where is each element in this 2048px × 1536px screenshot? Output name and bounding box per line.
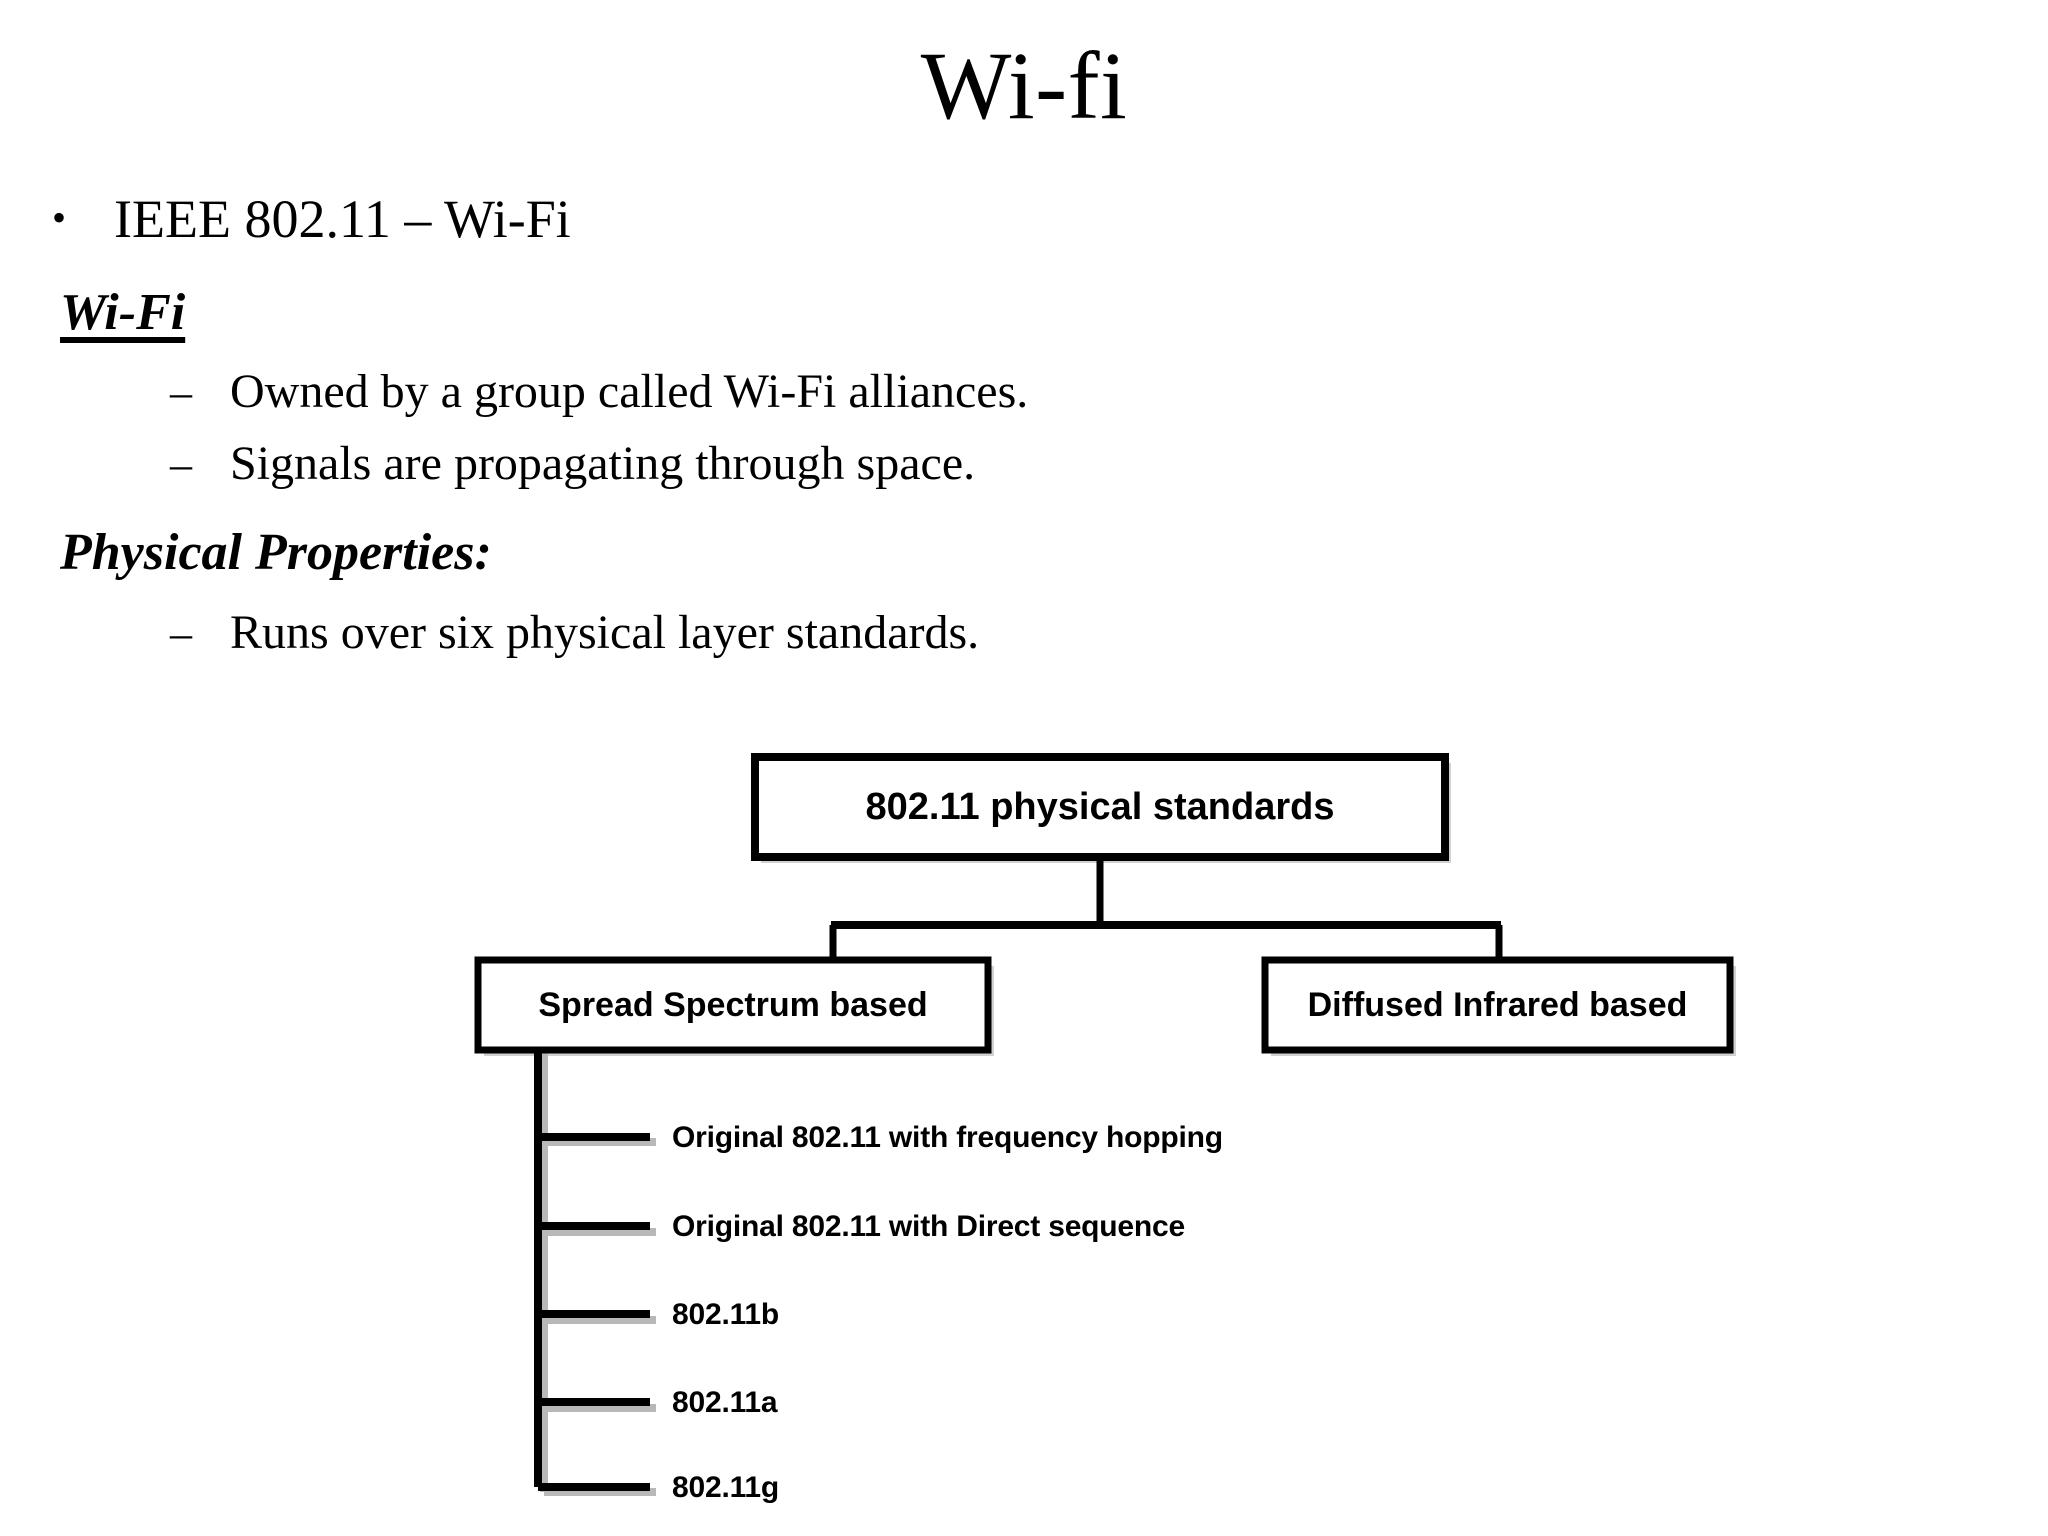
sub-item-signals: – Signals are propagating through space. (170, 435, 1992, 493)
dash-glyph-icon: – (170, 368, 192, 418)
root-box-label: 802.11 physical standards (865, 785, 1335, 828)
leaf-connector-lines (534, 1045, 650, 1491)
leaf-label-direct-sequence: Original 802.11 with Direct sequence (672, 1210, 1186, 1243)
leaf-connector-shadows (540, 1050, 656, 1496)
sub-item-owned-by: – Owned by a group called Wi-Fi alliance… (170, 363, 1992, 421)
leaf-label-802-11a: 802.11a (672, 1386, 778, 1419)
leaf-label-802-11b: 802.11b (672, 1298, 780, 1331)
section-heading-wifi: Wi-Fi (60, 283, 186, 341)
sub-item-runs-over-six: – Runs over six physical layer standards… (170, 604, 1992, 662)
bullet-item-label: IEEE 802.11 – Wi-Fi (114, 189, 571, 249)
box-shadows (484, 763, 1736, 1056)
leaf-label-freq-hopping: Original 802.11 with frequency hopping (672, 1121, 1223, 1154)
root-box (751, 753, 1449, 861)
section-heading-physical-properties: Physical Properties: (60, 524, 492, 582)
slide-body: • IEEE 802.11 – Wi-Fi Wi-Fi – Owned by a… (52, 188, 1992, 675)
section-heading-wifi-wrap: Wi-Fi (52, 266, 1992, 353)
page-title: Wi-fi (920, 32, 1128, 139)
tree-boxes (474, 753, 1734, 1054)
section-heading-physical-wrap: Physical Properties: (52, 506, 1992, 593)
sub-item-label: Owned by a group called Wi-Fi alliances. (230, 365, 1029, 419)
sub-item-label: Runs over six physical layer standards. (230, 605, 980, 659)
tree-connector-lines (829, 855, 1503, 960)
branch-label-spread-spectrum: Spread Spectrum based (538, 985, 928, 1024)
dash-glyph-icon: – (170, 608, 192, 658)
branch-label-diffused-infrared: Diffused Infrared based (1307, 985, 1688, 1024)
sub-item-label: Signals are propagating through space. (230, 436, 976, 490)
bullet-glyph-icon: • (52, 195, 67, 240)
dash-glyph-icon: – (170, 439, 192, 489)
branch-box-spread-spectrum (474, 956, 992, 1054)
leaf-label-802-11g: 802.11g (672, 1471, 780, 1504)
branch-box-diffused-infrared (1261, 956, 1734, 1054)
bullet-item-ieee: • IEEE 802.11 – Wi-Fi (52, 188, 1992, 252)
